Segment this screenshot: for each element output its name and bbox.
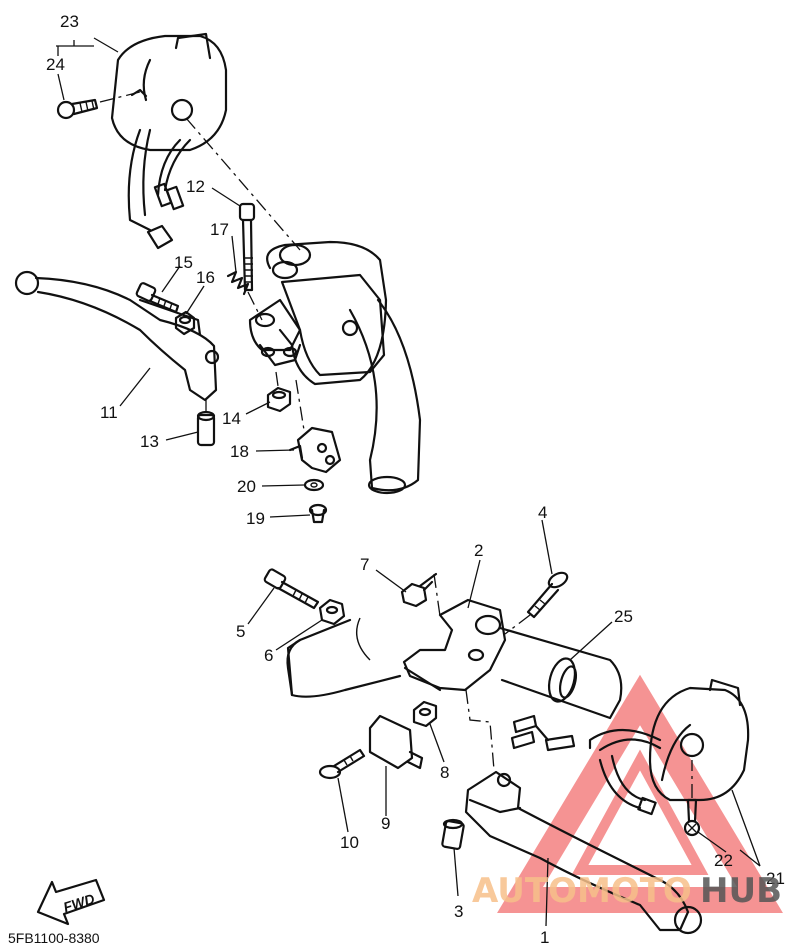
callout-18: 18 xyxy=(230,442,249,461)
callout-15: 15 xyxy=(174,253,193,272)
bolt-4 xyxy=(526,571,569,619)
collar-13 xyxy=(196,410,216,447)
handlebar-switch-lower xyxy=(648,678,750,802)
callout-25: 25 xyxy=(614,607,633,626)
handlebar-switch-upper xyxy=(110,32,228,152)
grip-25 xyxy=(498,626,623,720)
callout-24: 24 xyxy=(46,55,65,74)
switch-wires-lower xyxy=(510,714,662,816)
brake-switch-18 xyxy=(288,426,342,474)
leader-lines xyxy=(56,37,761,927)
fwd-arrow-icon: FWD xyxy=(36,878,106,926)
callout-7: 7 xyxy=(360,555,369,574)
nut-14 xyxy=(266,386,292,413)
callout-4: 4 xyxy=(538,503,547,522)
callout-21: 21 xyxy=(766,869,785,888)
clutch-switch-9 xyxy=(368,714,424,770)
callout-5: 5 xyxy=(236,622,245,641)
callout-labels: 23 24 12 17 15 16 11 13 14 18 20 19 2 4 … xyxy=(46,12,785,947)
clutch-bracket xyxy=(402,598,507,692)
nut-16 xyxy=(174,310,196,336)
callout-23: 23 xyxy=(60,12,79,31)
nut-6 xyxy=(318,598,346,626)
watermark-text-part1: AUTOMOTO xyxy=(472,871,692,911)
callout-12: 12 xyxy=(186,177,205,196)
handlebar-grip-upper xyxy=(348,298,422,495)
switch-wires-upper xyxy=(127,128,192,250)
screw-7 xyxy=(400,572,438,608)
handlebar-pipe-lower xyxy=(286,617,402,698)
brake-lever-front xyxy=(14,270,220,402)
collar-3 xyxy=(441,818,465,850)
callout-9: 9 xyxy=(381,814,390,833)
screw-10 xyxy=(318,748,366,780)
callout-6: 6 xyxy=(264,646,273,665)
nut-8 xyxy=(412,700,438,728)
bolt-12 xyxy=(238,202,256,292)
bolt-5 xyxy=(263,568,320,610)
washer-20 xyxy=(303,478,325,492)
callout-1: 1 xyxy=(540,928,549,947)
fwd-label: FWD xyxy=(61,890,96,915)
callout-14: 14 xyxy=(222,409,241,428)
callout-19: 19 xyxy=(246,509,265,528)
bolt-15 xyxy=(135,282,180,314)
callout-20: 20 xyxy=(237,477,256,496)
master-cylinder xyxy=(248,240,388,386)
callout-8: 8 xyxy=(440,763,449,782)
callout-17: 17 xyxy=(210,220,229,239)
callout-11: 11 xyxy=(100,403,118,422)
callout-2: 2 xyxy=(474,541,483,560)
screw-24 xyxy=(56,98,99,120)
screw-22 xyxy=(683,798,701,837)
callout-16: 16 xyxy=(196,268,215,287)
callout-10: 10 xyxy=(340,833,359,852)
clutch-lever xyxy=(464,770,703,935)
watermark-text-part2: HUB xyxy=(700,871,782,911)
screw-19 xyxy=(308,503,328,524)
callout-13: 13 xyxy=(140,432,159,451)
diagram-code: 5FB1100-8380 xyxy=(8,930,100,946)
callout-3: 3 xyxy=(454,902,463,921)
watermark-logo: AUTOMOTO HUB xyxy=(472,871,782,911)
callout-22: 22 xyxy=(714,851,733,870)
